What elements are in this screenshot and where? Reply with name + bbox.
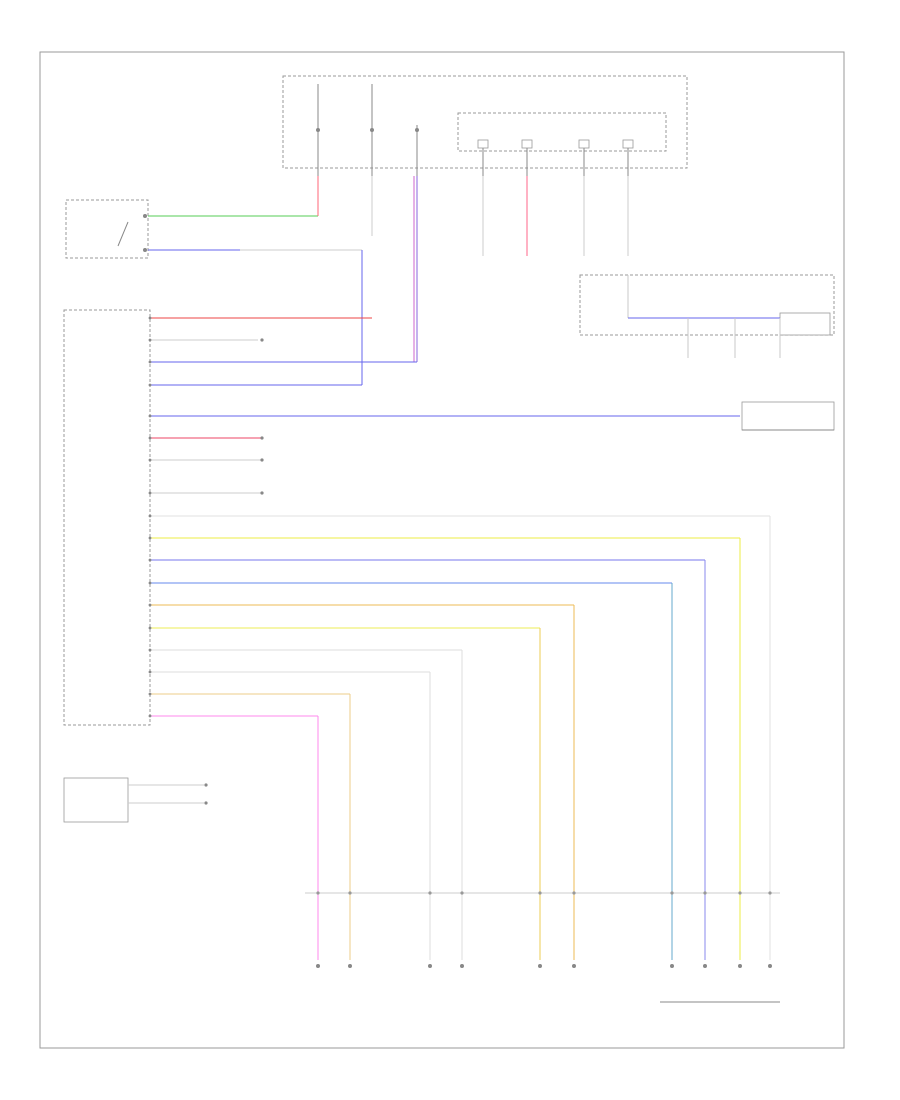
rear-module-box	[63, 309, 151, 726]
right-ref-box	[741, 401, 835, 431]
hybrid-module	[579, 274, 835, 358]
module-pins	[148, 316, 264, 718]
diagram-frame	[39, 51, 845, 1049]
stoplamp-switch	[65, 199, 149, 259]
power-distribution-box	[282, 75, 688, 176]
connector-dots	[316, 891, 772, 895]
instrument-cluster	[63, 777, 208, 823]
wheel-sensors	[316, 964, 772, 968]
